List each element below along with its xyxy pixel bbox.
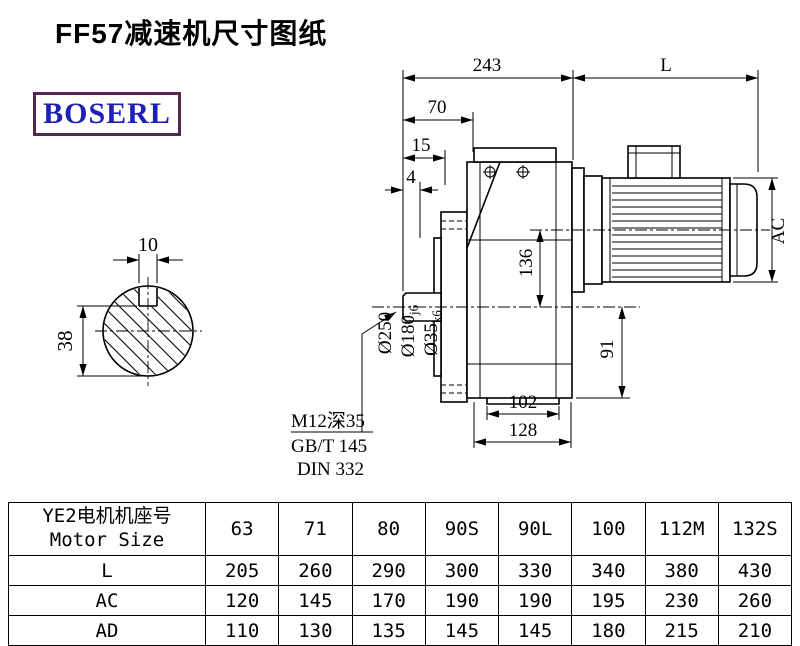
size-column-header: 90S [424, 502, 500, 556]
value-cell: 380 [644, 555, 719, 586]
note-din-standard: DIN 332 [297, 459, 364, 480]
dim-text-136: 136 [516, 249, 537, 278]
dim-axis-height-136: 136 [516, 230, 544, 307]
dim-text-243: 243 [473, 55, 502, 76]
dim-text-128: 128 [509, 420, 538, 441]
value-cell: 210 [717, 615, 793, 646]
housing-foot [486, 398, 560, 405]
value-cell: 145 [497, 615, 573, 646]
shaft-diameter-value: Ø35 [421, 323, 442, 356]
row-label: AD [8, 615, 206, 646]
size-column-header: 71 [278, 502, 353, 556]
crosshair-centerlines [95, 277, 202, 386]
housing-top-cap [473, 147, 557, 163]
dim-text-4: 4 [406, 167, 416, 188]
flange-bolt-holes [441, 220, 467, 394]
value-cell: 130 [278, 615, 353, 646]
dim-text-91: 91 [597, 340, 618, 359]
brand-logo: BOSERL [33, 92, 181, 136]
dim-text-shaft-diameter: Ø35k6 [421, 310, 444, 356]
table-row-AD: AD 110 130 135 145 145 180 215 210 [8, 615, 793, 646]
value-cell: 230 [644, 585, 719, 616]
value-cell: 190 [497, 585, 573, 616]
value-cell: 260 [278, 555, 353, 586]
motor-size-table: YE2电机机座号 Motor Size 63 71 80 90S 90L 100… [8, 502, 793, 646]
value-cell: 260 [717, 585, 793, 616]
center-hole-note: M12深35 GB/T 145 DIN 332 [291, 311, 397, 480]
note-thread: M12深35 [291, 410, 365, 432]
shaft-end-view: 10 38 [53, 234, 202, 386]
side-view [372, 145, 770, 405]
dim-text-10: 10 [138, 234, 158, 256]
size-column-header: 112M [644, 502, 719, 556]
row-label: L [8, 555, 206, 586]
size-column-header: 100 [571, 502, 646, 556]
housing-detail-lines [467, 162, 572, 398]
dim-keyway-height: 38 [53, 305, 146, 377]
value-cell: 145 [424, 615, 500, 646]
dim-shaft-length: 70 [403, 97, 474, 152]
size-column-header: 132S [717, 502, 793, 556]
table-row-L: L 205 260 290 300 330 340 380 430 [8, 555, 793, 586]
value-cell: 430 [717, 555, 793, 586]
value-cell: 120 [204, 585, 280, 616]
spigot-diameter-value: Ø180 [398, 315, 419, 357]
size-column-header: 90L [497, 502, 573, 556]
dimension-drawing: 10 38 [53, 55, 789, 480]
dim-text-15: 15 [412, 135, 431, 156]
value-cell: 190 [424, 585, 500, 616]
keyway-clearout [138, 287, 158, 306]
dim-motor-diameter-AC: AC [733, 177, 789, 283]
size-column-header: 63 [204, 502, 280, 556]
note-gb-standard: GB/T 145 [291, 436, 367, 457]
terminal-box [627, 145, 681, 179]
terminal-box-seams [628, 146, 680, 178]
size-column-header: 80 [351, 502, 426, 556]
dim-text-L: L [660, 55, 672, 76]
value-cell: 110 [204, 615, 280, 646]
housing-taper-edge [466, 161, 501, 249]
brand-logo-text: BOSERL [43, 97, 171, 130]
dim-15: 15 [403, 135, 446, 185]
value-cell: 330 [497, 555, 573, 586]
dim-foot-width-102: 102 [486, 392, 560, 420]
value-cell: 180 [571, 615, 646, 646]
value-cell: 215 [644, 615, 719, 646]
cap-bolt-holes [483, 165, 530, 179]
dim-housing-width-128: 128 [473, 402, 572, 448]
shaft-diameter-tolerance: k6 [429, 310, 444, 324]
dim-text-102: 102 [509, 392, 538, 413]
dim-text-70: 70 [428, 97, 447, 118]
extension-lines-top [402, 70, 759, 291]
spigot-diameter-tolerance: j6 [406, 304, 421, 316]
table-row-AC: AC 120 145 170 190 190 195 230 260 [8, 585, 793, 616]
motor-size-header-cell: YE2电机机座号 Motor Size [8, 502, 206, 556]
value-cell: 340 [571, 555, 646, 586]
value-cell: 205 [204, 555, 280, 586]
motor-size-header-en: Motor Size [49, 529, 165, 551]
dim-text-AC: AC [768, 218, 789, 244]
dim-4: 4 [385, 167, 438, 238]
dim-reducer-length: 243 [403, 55, 573, 82]
dim-axis-to-bottom-91: 91 [576, 307, 630, 399]
value-cell: 290 [351, 555, 426, 586]
value-cell: 300 [424, 555, 500, 586]
dim-keyway-width: 10 [113, 234, 183, 283]
dim-text-spigot-diameter: Ø180j6 [398, 304, 421, 357]
value-cell: 195 [571, 585, 646, 616]
value-cell: 170 [351, 585, 426, 616]
page-title: FF57减速机尺寸图纸 [55, 18, 328, 49]
dim-text-38: 38 [53, 331, 77, 352]
row-label: AC [8, 585, 206, 616]
motor-cooling-fins [612, 185, 722, 278]
motor-size-header-cn: YE2电机机座号 [42, 505, 172, 528]
value-cell: 145 [278, 585, 353, 616]
dim-motor-length: L [573, 55, 758, 82]
table-header-row: YE2电机机座号 Motor Size 63 71 80 90S 90L 100… [8, 502, 793, 556]
value-cell: 135 [351, 615, 426, 646]
